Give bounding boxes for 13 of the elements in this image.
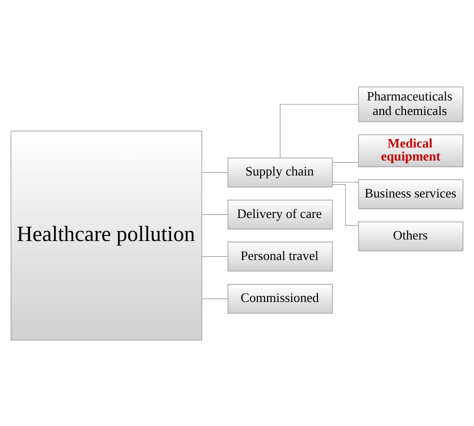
node-box: Pharmaceuticals and chemicals [358, 86, 464, 122]
connector [202, 256, 228, 257]
connector [332, 181, 359, 182]
node-box: Personal travel [228, 241, 333, 272]
node-box: Commissioned [228, 283, 333, 314]
connector [280, 103, 359, 158]
node-box: Medical equipment [358, 134, 464, 167]
node-box: Others [358, 220, 464, 251]
node-box: Delivery of care [228, 199, 333, 229]
connector [202, 298, 228, 299]
node-box: Supply chain [228, 157, 333, 187]
node-box: Business services [358, 178, 464, 209]
node-box: Healthcare pollution [10, 130, 202, 340]
